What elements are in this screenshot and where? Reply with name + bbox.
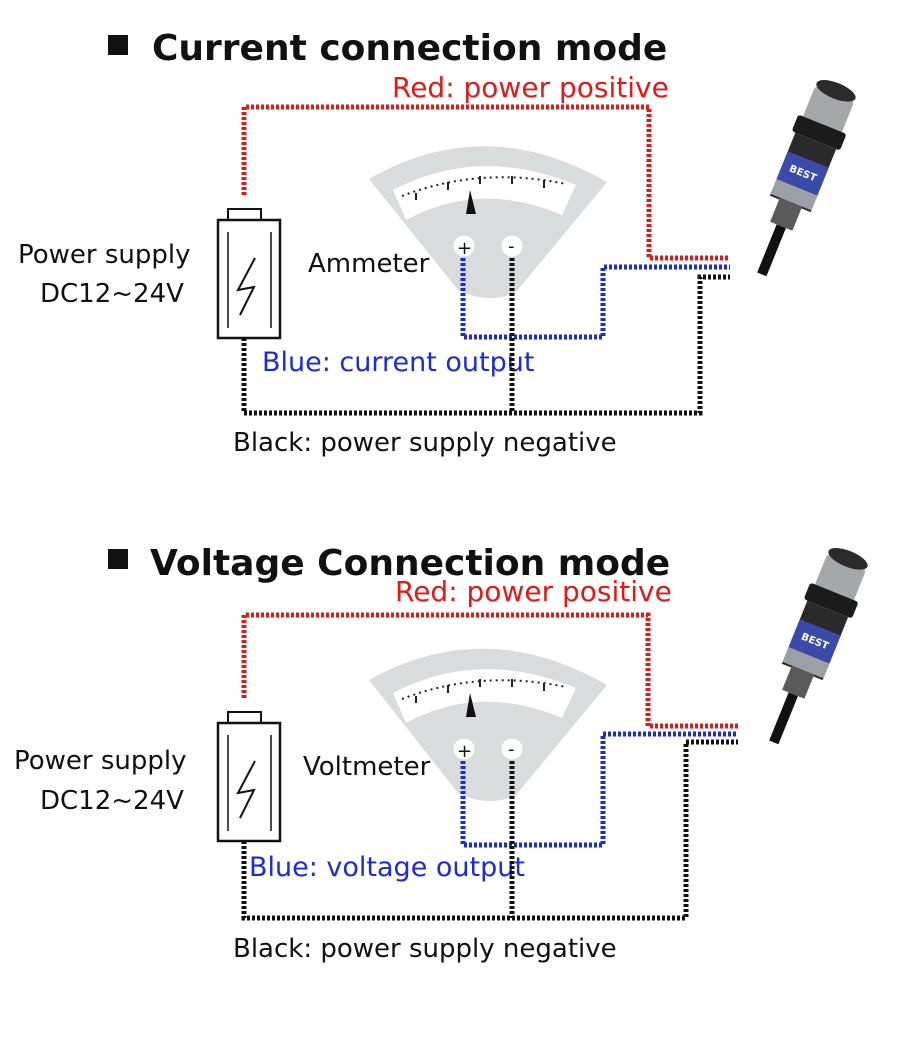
black-wire-label: Black: power supply negative — [233, 428, 617, 458]
plus-sign: + — [457, 238, 472, 259]
sensor-icon: BEST — [757, 80, 856, 277]
meter-minus-terminal — [500, 737, 524, 761]
meter-label: Voltmeter — [303, 752, 431, 782]
black-wire — [241, 739, 738, 921]
diagram-title: Current connection mode — [152, 28, 667, 69]
red-wire — [241, 104, 730, 261]
minus-sign: - — [508, 739, 515, 760]
blue-wire-label: Blue: current output — [262, 347, 534, 378]
power-voltage-label: DC12~24V — [40, 279, 184, 309]
black-wire — [241, 274, 730, 416]
voltage-connection-panel: Voltage Connection mode Red: power posit… — [0, 505, 900, 1005]
current-connection-diagram: Current connection mode Red: power posit… — [18, 28, 856, 458]
red-wire-label: Red: power positive — [392, 71, 669, 104]
power-supply-label: Power supply — [14, 746, 187, 776]
meter-plus-terminal — [452, 737, 476, 761]
battery-icon — [216, 711, 282, 843]
meter-icon — [369, 648, 607, 802]
blue-wire-label: Blue: voltage output — [249, 852, 525, 883]
red-wire — [241, 612, 738, 729]
title-bullet — [108, 549, 128, 569]
blue-wire — [460, 731, 738, 848]
blue-wire — [460, 258, 730, 340]
plus-sign: + — [457, 741, 472, 762]
red-wire-label: Red: power positive — [395, 575, 672, 608]
diagram-title: Voltage Connection mode — [150, 543, 670, 584]
sensor-icon: BEST — [769, 548, 868, 745]
current-connection-panel: Current connection mode Red: power posit… — [0, 0, 900, 500]
meter-label: Ammeter — [308, 249, 430, 279]
voltage-connection-diagram: Voltage Connection mode Red: power posit… — [14, 543, 868, 964]
minus-sign: - — [508, 236, 515, 257]
meter-plus-terminal — [452, 234, 476, 258]
battery-icon — [216, 208, 282, 340]
power-voltage-label: DC12~24V — [40, 786, 184, 816]
title-bullet — [108, 35, 128, 55]
power-supply-label: Power supply — [18, 240, 191, 270]
meter-minus-terminal — [500, 234, 524, 258]
meter-icon — [369, 146, 607, 299]
black-wire-label: Black: power supply negative — [233, 934, 617, 964]
